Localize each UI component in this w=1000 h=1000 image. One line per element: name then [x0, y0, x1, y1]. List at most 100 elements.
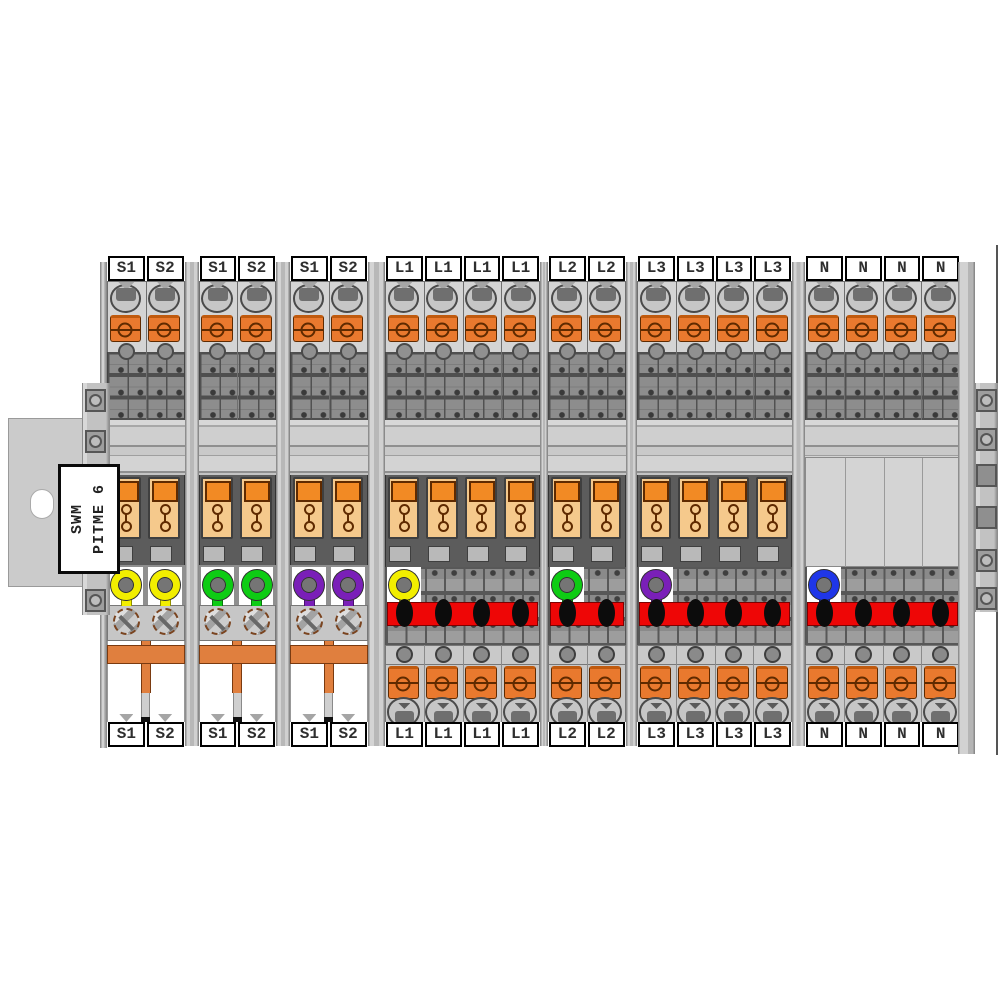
terminal-divider — [462, 281, 464, 420]
latch-tab — [505, 546, 528, 562]
terminal-divider — [586, 281, 588, 420]
screw-terminal — [151, 608, 179, 635]
actuation-button — [473, 343, 491, 360]
latch-tab — [718, 546, 741, 562]
spring-clamp-top — [846, 315, 878, 342]
terminal-label-bottom: L1 — [463, 722, 501, 747]
busbar-contact-dot — [893, 599, 911, 627]
busbar-contact-dot — [815, 599, 833, 627]
actuation-button — [725, 343, 743, 360]
wire-funnel-bottom — [158, 714, 173, 722]
actuation-button — [854, 343, 872, 360]
terminal-label-bottom: L3 — [676, 722, 714, 747]
spring-clamp-bottom — [550, 666, 583, 699]
busbar-contact-dot — [473, 599, 491, 627]
actuation-button — [558, 343, 576, 360]
cross-jumper-bar — [290, 645, 368, 664]
terminal-label-top: S1 — [291, 256, 328, 281]
actuation-button — [764, 343, 782, 360]
fuse-symbol-link — [519, 510, 522, 527]
wire-entry-slot-bottom — [853, 711, 873, 723]
wire-entry-slot — [930, 288, 951, 301]
actuation-button — [893, 343, 911, 360]
marker-label: SWM PITME 6 — [58, 464, 120, 574]
latch-tab — [149, 546, 172, 562]
terminal-divider — [675, 281, 677, 420]
wire-funnel — [598, 282, 615, 290]
wire-entry-slot — [471, 288, 492, 301]
fuse-lever — [682, 481, 709, 502]
fuse-symbol-link — [347, 510, 350, 527]
actuation-button — [300, 343, 318, 360]
jumper-tail-end — [232, 717, 242, 722]
fuse-symbol-top — [303, 504, 315, 515]
actuation-button — [597, 343, 615, 360]
spring-clamp-bottom — [503, 666, 536, 699]
terminal-divider — [882, 281, 884, 420]
spring-clamp-top — [923, 315, 956, 342]
actuation-button-bottom — [815, 646, 833, 663]
latch-tab — [389, 546, 411, 562]
terminal-label-top: S2 — [238, 256, 275, 281]
fuse-lever — [759, 481, 786, 502]
terminal-label-bottom: L3 — [754, 722, 791, 747]
wire-funnel — [118, 282, 135, 290]
terminal-label-top: N — [922, 256, 959, 281]
latch-tab — [757, 546, 780, 562]
actuation-button — [395, 343, 413, 360]
wire-entry-slot-bottom — [814, 711, 834, 723]
wire-entry-slot-bottom — [596, 711, 616, 723]
fuse-symbol-link — [655, 510, 658, 527]
fuse-symbol-bottom — [767, 521, 779, 532]
terminal-label-top: N — [806, 256, 843, 281]
wire-funnel-bottom — [341, 714, 356, 722]
spring-clamp-top — [426, 315, 458, 342]
test-plug-ring-yellow — [389, 570, 420, 600]
test-plug-ring-purple — [294, 570, 325, 600]
terminal-divider — [423, 281, 425, 420]
spring-clamp-top — [678, 315, 710, 342]
wire-funnel-bottom — [818, 703, 831, 709]
bracket-screw-mount — [85, 389, 106, 412]
terminal-label-bottom: L1 — [386, 722, 423, 747]
fuse-lever — [296, 481, 323, 502]
spring-clamp-top — [331, 315, 363, 342]
terminal-label-top: S2 — [329, 256, 367, 281]
terminal-label-top: N — [883, 256, 921, 281]
spring-clamp-top — [201, 315, 233, 342]
busbar-contact-dot — [558, 599, 576, 627]
terminal-divider — [922, 458, 924, 568]
terminal-label-bottom: L1 — [424, 722, 462, 747]
terminal-label-top: L3 — [715, 256, 753, 281]
latch-tab — [552, 546, 574, 562]
latch-tab — [641, 546, 663, 562]
fuse-symbol-top — [650, 504, 662, 515]
wire-funnel — [855, 282, 872, 290]
group-separator — [367, 262, 385, 746]
fuse-symbol-top — [728, 504, 740, 515]
marker-line-1: SWM — [69, 503, 87, 535]
terminal-divider — [586, 645, 588, 722]
fuse-symbol-bottom — [398, 521, 410, 532]
latch-tab — [241, 546, 264, 562]
fuse-symbol-bottom — [437, 521, 449, 532]
fuse-lever — [430, 481, 457, 502]
spring-clamp-top — [387, 315, 420, 342]
terminal-divider — [462, 645, 464, 722]
actuation-button — [512, 343, 530, 360]
wire-entry-slot-bottom — [472, 711, 492, 723]
wire-entry-slot-bottom — [931, 711, 951, 723]
wire-funnel-bottom — [600, 703, 613, 709]
actuation-button-bottom — [725, 646, 743, 663]
wire-entry-slot-bottom — [892, 711, 912, 723]
terminal-label-bottom: N — [844, 722, 882, 747]
wire-entry-slot — [646, 288, 667, 301]
wire-entry-slot — [246, 288, 267, 301]
fuse-lever — [507, 481, 534, 502]
spring-clamp-top — [589, 315, 621, 342]
terminal-divider — [237, 281, 239, 420]
jumper-tail-end — [141, 717, 151, 722]
